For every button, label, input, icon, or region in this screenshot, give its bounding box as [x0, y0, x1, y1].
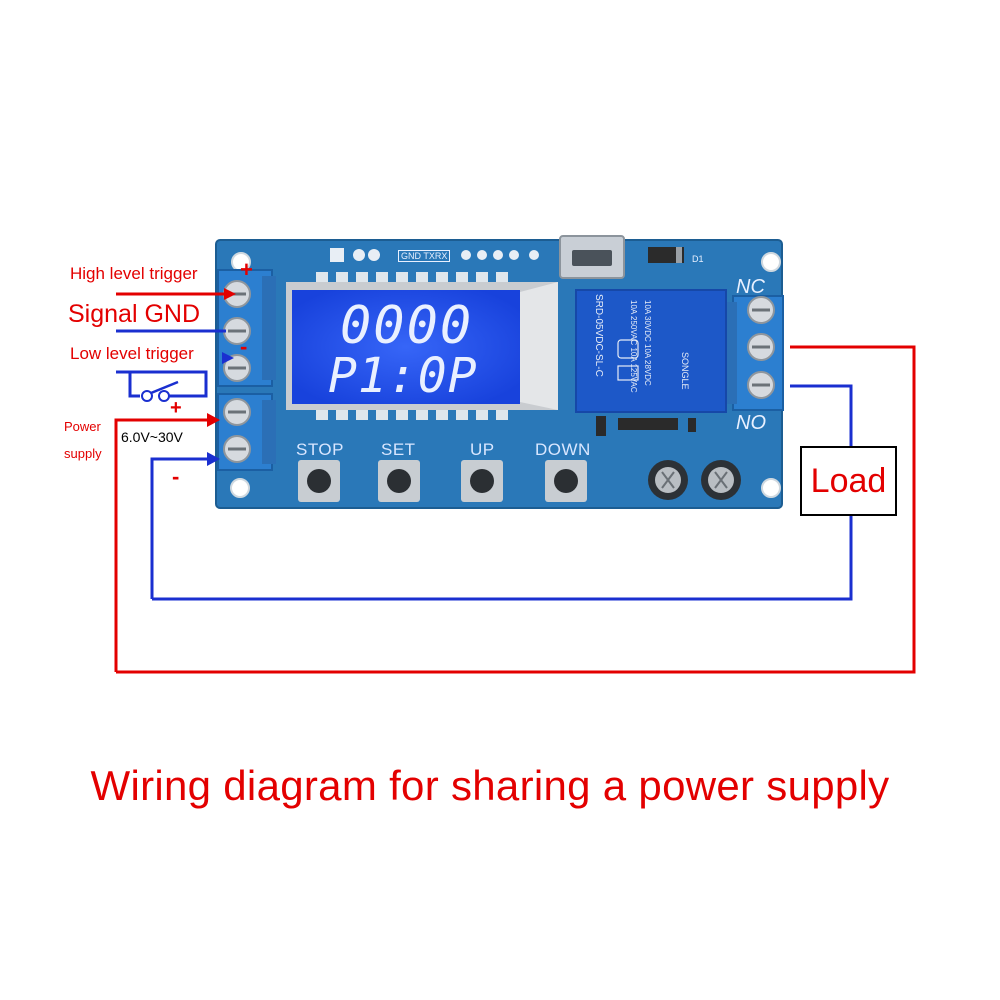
relay-rating-1: 10A 250VAC 10A 125VAC [629, 300, 638, 393]
load-box: Load [800, 446, 897, 516]
blue-wire-power-negative [150, 457, 208, 599]
red-arrow-high [224, 288, 236, 300]
blue-arrow-power [207, 452, 220, 466]
nc-label: NC [736, 276, 765, 298]
stop-button-label: STOP [296, 440, 344, 459]
diode-d1 [648, 247, 684, 263]
relay-model: SRD-05VDC-SL-C [593, 294, 604, 377]
lcd-bottom-readout: P1:0P [328, 348, 478, 404]
load-label: Load [810, 461, 887, 500]
mount-hole-br [761, 478, 781, 498]
switch-plus: + [170, 397, 182, 419]
terminal-block-trigger [217, 269, 276, 387]
down-button[interactable] [545, 460, 587, 502]
blue-wire-return [152, 516, 853, 601]
set-button[interactable] [378, 460, 420, 502]
signal-gnd-label: Signal GND [68, 300, 200, 328]
set-button-label: SET [381, 440, 416, 459]
diagram-title: Wiring diagram for sharing a power suppl… [90, 762, 890, 809]
blue-arrow-low [222, 352, 234, 364]
red-wires [114, 292, 916, 674]
header-pins [330, 248, 539, 262]
terminal-block-relay [727, 295, 784, 411]
up-button-label: UP [470, 440, 495, 459]
red-wire-loop [116, 345, 916, 674]
blue-wires [116, 329, 853, 601]
terminal-block-power [217, 393, 276, 471]
smd-parts [596, 416, 696, 436]
lcd-pins [316, 272, 508, 420]
capacitors [648, 460, 741, 500]
blue-wire-no [790, 384, 853, 446]
power-supply-label-2: supply [64, 446, 102, 461]
usb-port [559, 235, 625, 279]
tactile-buttons [298, 460, 587, 502]
lcd-display [286, 282, 558, 410]
red-arrow-power [207, 413, 220, 427]
relay [575, 289, 727, 413]
high-trigger-label: High level trigger [70, 264, 198, 283]
relay-rating-2: 10A 30VDC 10A 28VDC [643, 300, 652, 386]
mount-hole-bl [230, 478, 250, 498]
power-minus: - [172, 464, 180, 489]
power-supply-label-1: Power [64, 419, 101, 434]
low-trigger-minus: - [240, 334, 248, 359]
red-wire-power-positive [114, 418, 208, 672]
relay-brand: SONGLE [680, 352, 690, 390]
up-button[interactable] [461, 460, 503, 502]
low-trigger-label: Low level trigger [70, 344, 194, 363]
stop-button[interactable] [298, 460, 340, 502]
voltage-label: 6.0V~30V [121, 429, 183, 445]
no-label: NO [736, 412, 766, 434]
lcd-top-readout: 0000 [340, 296, 474, 356]
down-button-label: DOWN [535, 440, 591, 459]
high-trigger-plus: + [240, 257, 253, 282]
switch-icon [141, 380, 179, 402]
d1-label: D1 [692, 254, 704, 264]
header-label: GND TXRX [398, 250, 451, 262]
blue-wire-switch [128, 372, 140, 398]
blue-wire-switch-r [168, 372, 208, 398]
mount-hole-tr [761, 252, 781, 272]
